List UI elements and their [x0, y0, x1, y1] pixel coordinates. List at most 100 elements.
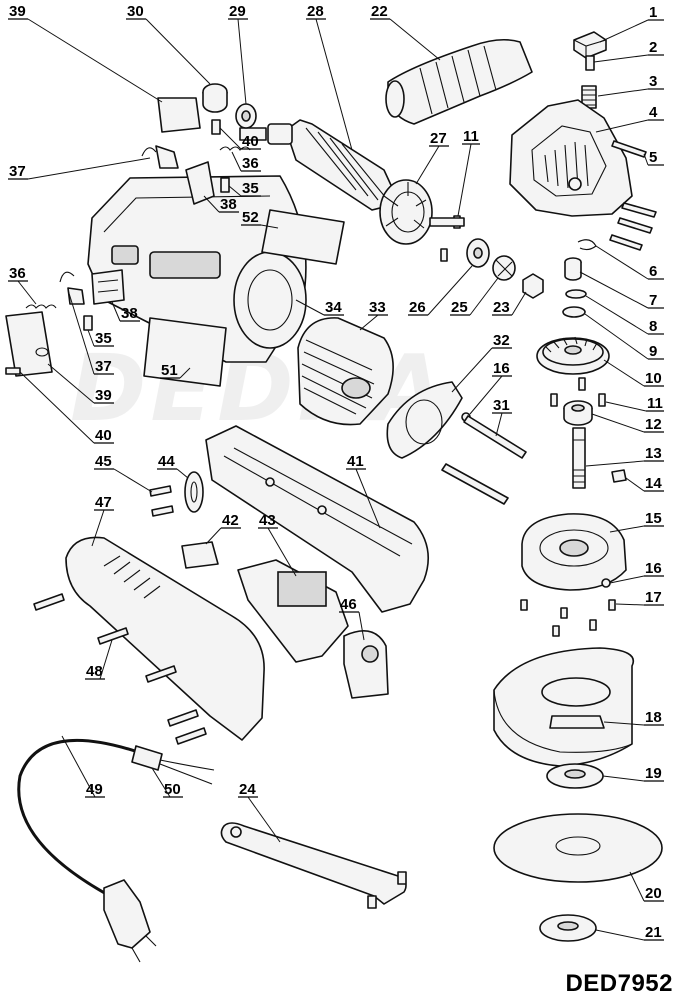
callout-5: 5: [643, 149, 664, 166]
callout-43: 43: [258, 512, 297, 577]
part-13-spindle: [572, 427, 586, 489]
callout-35-lower: 35: [87, 329, 114, 347]
callout-22: 22: [370, 3, 441, 61]
svg-text:16: 16: [493, 360, 510, 377]
svg-text:36: 36: [9, 265, 26, 282]
callout-2: 2: [593, 39, 664, 63]
part-46-end-cap: [343, 630, 389, 699]
callout-9: 9: [584, 313, 664, 360]
part-37-brush-holder: [141, 145, 179, 169]
svg-text:23: 23: [493, 299, 510, 316]
callout-23: 23: [492, 291, 527, 316]
part-17-screws: [520, 599, 616, 637]
svg-text:40: 40: [95, 427, 112, 444]
callouts: 1 2 3 4 5 6 7 8 9 10 11 11 12 13 14 15 1…: [8, 3, 664, 941]
part-23-nut: [522, 273, 544, 299]
part-49-power-cord: [17, 738, 157, 963]
part-51-rating-label: [143, 317, 227, 387]
svg-text:44: 44: [158, 453, 175, 470]
svg-text:47: 47: [95, 494, 112, 511]
part-7-sleeve: [564, 257, 582, 281]
svg-text:40: 40: [242, 133, 259, 150]
svg-text:8: 8: [649, 318, 657, 335]
svg-text:37: 37: [95, 358, 112, 375]
svg-text:18: 18: [645, 709, 662, 726]
callout-1: 1: [599, 4, 664, 43]
part-5-screws: [609, 140, 657, 251]
svg-text:51: 51: [161, 362, 178, 379]
callout-38-upper: 38: [203, 195, 239, 213]
callout-37-lower: 37: [67, 289, 114, 375]
part-22-side-handle: [385, 38, 533, 125]
part-15-flange-cover: [521, 513, 627, 591]
callout-36-upper: 36: [231, 151, 261, 172]
callout-27: 27: [415, 130, 449, 185]
callout-24: 24: [238, 781, 281, 843]
svg-text:9: 9: [649, 343, 657, 360]
svg-text:20: 20: [645, 885, 662, 902]
callout-31: 31: [492, 397, 512, 437]
callout-47: 47: [91, 494, 114, 547]
part-28-armature: [239, 119, 397, 211]
svg-text:35: 35: [95, 330, 112, 347]
callout-50: 50: [151, 767, 183, 798]
part-42-insert: [181, 541, 219, 569]
part-33-stator: [297, 317, 394, 426]
svg-text:2: 2: [649, 39, 657, 56]
callout-42: 42: [205, 512, 241, 545]
callout-39-upper: 39: [8, 3, 163, 103]
svg-text:21: 21: [645, 924, 662, 941]
part-32-fan-baffle: [386, 381, 463, 459]
part-16-washer: [601, 578, 611, 588]
callout-46: 46: [339, 596, 365, 641]
callout-10: 10: [603, 359, 664, 387]
part-43-switch: [237, 559, 349, 663]
svg-text:43: 43: [259, 512, 276, 529]
svg-text:17: 17: [645, 589, 662, 606]
part-25-pinion: [492, 255, 516, 281]
callout-16-left: 16: [469, 360, 512, 415]
callout-3: 3: [597, 73, 664, 97]
callout-30: 30: [126, 3, 211, 85]
callout-41: 41: [346, 453, 381, 529]
callout-21: 21: [595, 924, 664, 941]
part-37-brush-holder-left: [59, 271, 85, 305]
part-39-brush-cap-left: [5, 311, 53, 377]
callout-8: 8: [585, 295, 664, 335]
svg-text:25: 25: [451, 299, 468, 316]
part-21-outer-flange-nut: [539, 914, 597, 942]
callout-36-left: 36: [8, 265, 37, 305]
part-1-lock-block: [573, 31, 607, 59]
part-47-rear-handle: [65, 536, 265, 741]
svg-text:6: 6: [649, 263, 657, 280]
svg-text:5: 5: [649, 149, 657, 166]
part-39-brush-cap: [157, 97, 201, 133]
svg-text:11: 11: [647, 395, 663, 412]
svg-text:49: 49: [86, 781, 103, 798]
callout-52: 52: [241, 209, 279, 229]
svg-text:35: 35: [242, 180, 259, 197]
svg-text:13: 13: [645, 445, 662, 462]
svg-text:37: 37: [9, 163, 26, 180]
part-14-key: [611, 469, 627, 483]
part-8-washer: [565, 289, 587, 299]
callout-28: 28: [306, 3, 353, 151]
svg-text:30: 30: [127, 3, 144, 20]
callout-32: 32: [451, 332, 512, 393]
callout-18: 18: [603, 709, 664, 726]
part-38-brush-cover: [185, 161, 215, 205]
svg-text:27: 27: [430, 130, 447, 147]
callout-12: 12: [591, 413, 664, 433]
part-41-handle-half: [205, 425, 430, 613]
svg-text:39: 39: [9, 3, 26, 20]
svg-text:33: 33: [369, 299, 386, 316]
part-44-strain-relief: [184, 471, 204, 513]
callout-40-upper: 40: [219, 127, 261, 150]
svg-text:4: 4: [649, 104, 658, 121]
part-26-bearing: [466, 238, 490, 268]
callout-14: 14: [625, 475, 664, 492]
svg-text:26: 26: [409, 299, 426, 316]
svg-text:45: 45: [95, 453, 112, 470]
callout-44: 44: [157, 453, 189, 479]
part-30-bush: [202, 83, 228, 113]
